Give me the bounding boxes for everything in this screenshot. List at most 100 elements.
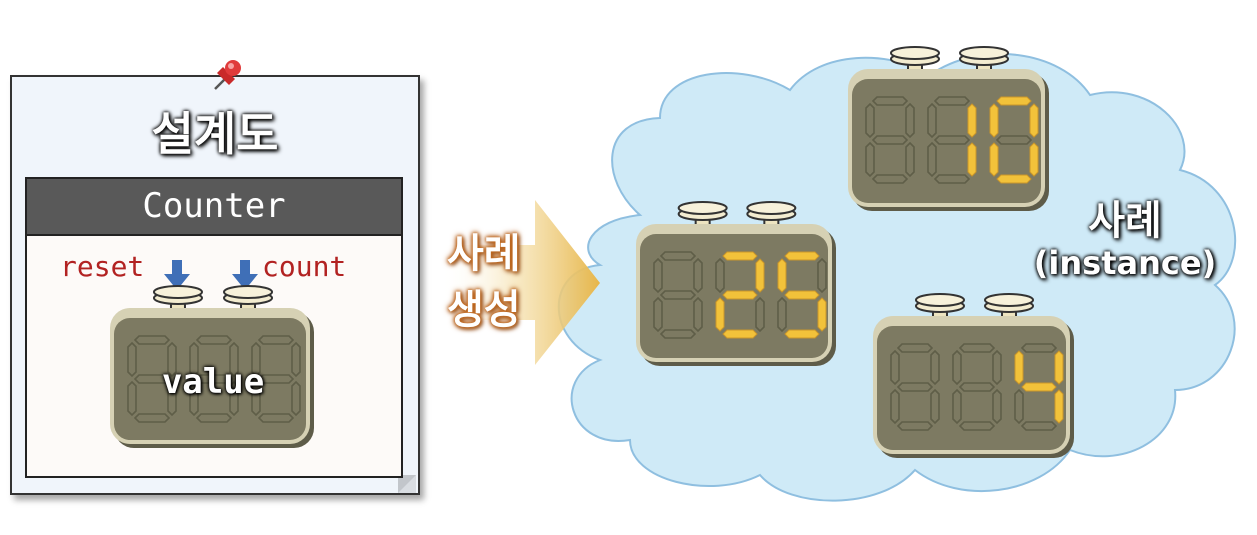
- segment-e: [952, 388, 962, 425]
- segment-c: [167, 380, 177, 417]
- segment-f: [927, 102, 937, 139]
- segment-g: [933, 135, 971, 145]
- segment-d: [896, 421, 934, 431]
- segment-f: [189, 341, 199, 378]
- segment-e: [890, 388, 900, 425]
- segment-f: [127, 341, 137, 378]
- segment-d: [996, 174, 1032, 184]
- member-value: value: [161, 362, 265, 402]
- segment-c: [817, 297, 827, 332]
- segment-b: [755, 258, 765, 293]
- segment-c: [1029, 142, 1039, 177]
- segment-a: [784, 251, 820, 261]
- segment-a: [257, 335, 295, 345]
- arrow-label-line2: 생성: [447, 287, 521, 333]
- segment-b: [1029, 103, 1039, 138]
- segment-g: [659, 290, 697, 300]
- digit-2: [777, 251, 827, 339]
- segment-c: [905, 141, 915, 178]
- segment-a: [933, 96, 971, 106]
- segment-g: [257, 374, 295, 384]
- digit-1: [189, 335, 239, 423]
- segment-d: [722, 329, 758, 339]
- segment-f: [890, 349, 900, 386]
- segment-b: [967, 103, 977, 138]
- segment-b: [291, 341, 301, 378]
- segment-g: [133, 374, 171, 384]
- segment-b: [693, 257, 703, 294]
- segment-d: [933, 174, 971, 184]
- digit-1: [927, 96, 977, 184]
- card-folded-corner: [398, 475, 416, 493]
- segment-e: [715, 297, 725, 332]
- segment-e: [251, 380, 261, 417]
- segment-b: [905, 102, 915, 139]
- segment-a: [996, 96, 1032, 106]
- segment-a: [1020, 343, 1058, 353]
- segment-c: [967, 142, 977, 177]
- reset-push-arrow-icon: [164, 260, 190, 290]
- segment-a: [133, 335, 171, 345]
- segment-a: [896, 343, 934, 353]
- digit-1: [715, 251, 765, 339]
- segment-c: [693, 296, 703, 333]
- segment-d: [958, 421, 996, 431]
- segment-b: [817, 257, 827, 294]
- segment-g: [896, 382, 934, 392]
- segment-d: [257, 413, 295, 423]
- segment-c: [291, 380, 301, 417]
- instance-label-english: (instance): [1033, 244, 1217, 282]
- digit-2: [1014, 343, 1064, 431]
- segment-f: [989, 103, 999, 138]
- segment-c: [992, 388, 1002, 425]
- digit-1: [952, 343, 1002, 431]
- segment-g: [995, 135, 1033, 145]
- segment-d: [784, 329, 820, 339]
- member-count: count: [262, 250, 347, 283]
- digit-0: [653, 251, 703, 339]
- segment-d: [659, 329, 697, 339]
- digit-2: [251, 335, 301, 423]
- segment-b: [930, 349, 940, 386]
- segment-b: [992, 349, 1002, 386]
- segment-d: [1020, 421, 1058, 431]
- blueprint-title: 설계도: [151, 107, 279, 161]
- instance-label-korean: 사례: [1088, 198, 1162, 244]
- counter-instance-10: [848, 46, 1049, 211]
- segment-b: [1054, 350, 1064, 385]
- segment-g: [784, 290, 820, 300]
- counter-instance-25: [636, 201, 836, 366]
- segment-a: [659, 251, 697, 261]
- segment-e: [989, 142, 999, 177]
- count-push-arrow-icon: [232, 260, 258, 290]
- segment-a: [871, 96, 909, 106]
- segment-b: [167, 341, 177, 378]
- segment-e: [653, 296, 663, 333]
- segment-f: [715, 257, 725, 294]
- create-instance-arrow: [440, 200, 600, 365]
- counter-face: [114, 318, 306, 440]
- segment-e: [127, 380, 137, 417]
- segment-g: [1021, 382, 1057, 392]
- segment-f: [251, 341, 261, 378]
- segment-e: [1014, 388, 1024, 425]
- segment-f: [1014, 350, 1024, 385]
- member-reset: reset: [60, 250, 145, 283]
- segment-g: [722, 290, 758, 300]
- segment-g: [871, 135, 909, 145]
- segment-g: [958, 382, 996, 392]
- segment-e: [927, 141, 937, 178]
- class-name: Counter: [27, 179, 401, 236]
- segment-c: [1054, 389, 1064, 424]
- segment-g: [195, 374, 233, 384]
- segment-a: [722, 251, 758, 261]
- segment-e: [777, 296, 787, 333]
- segment-d: [871, 174, 909, 184]
- segment-a: [958, 343, 996, 353]
- arrow-label-line1: 사례: [447, 231, 521, 277]
- segment-a: [195, 335, 233, 345]
- segment-f: [653, 257, 663, 294]
- segment-f: [777, 258, 787, 293]
- digit-0: [890, 343, 940, 431]
- segment-e: [189, 380, 199, 417]
